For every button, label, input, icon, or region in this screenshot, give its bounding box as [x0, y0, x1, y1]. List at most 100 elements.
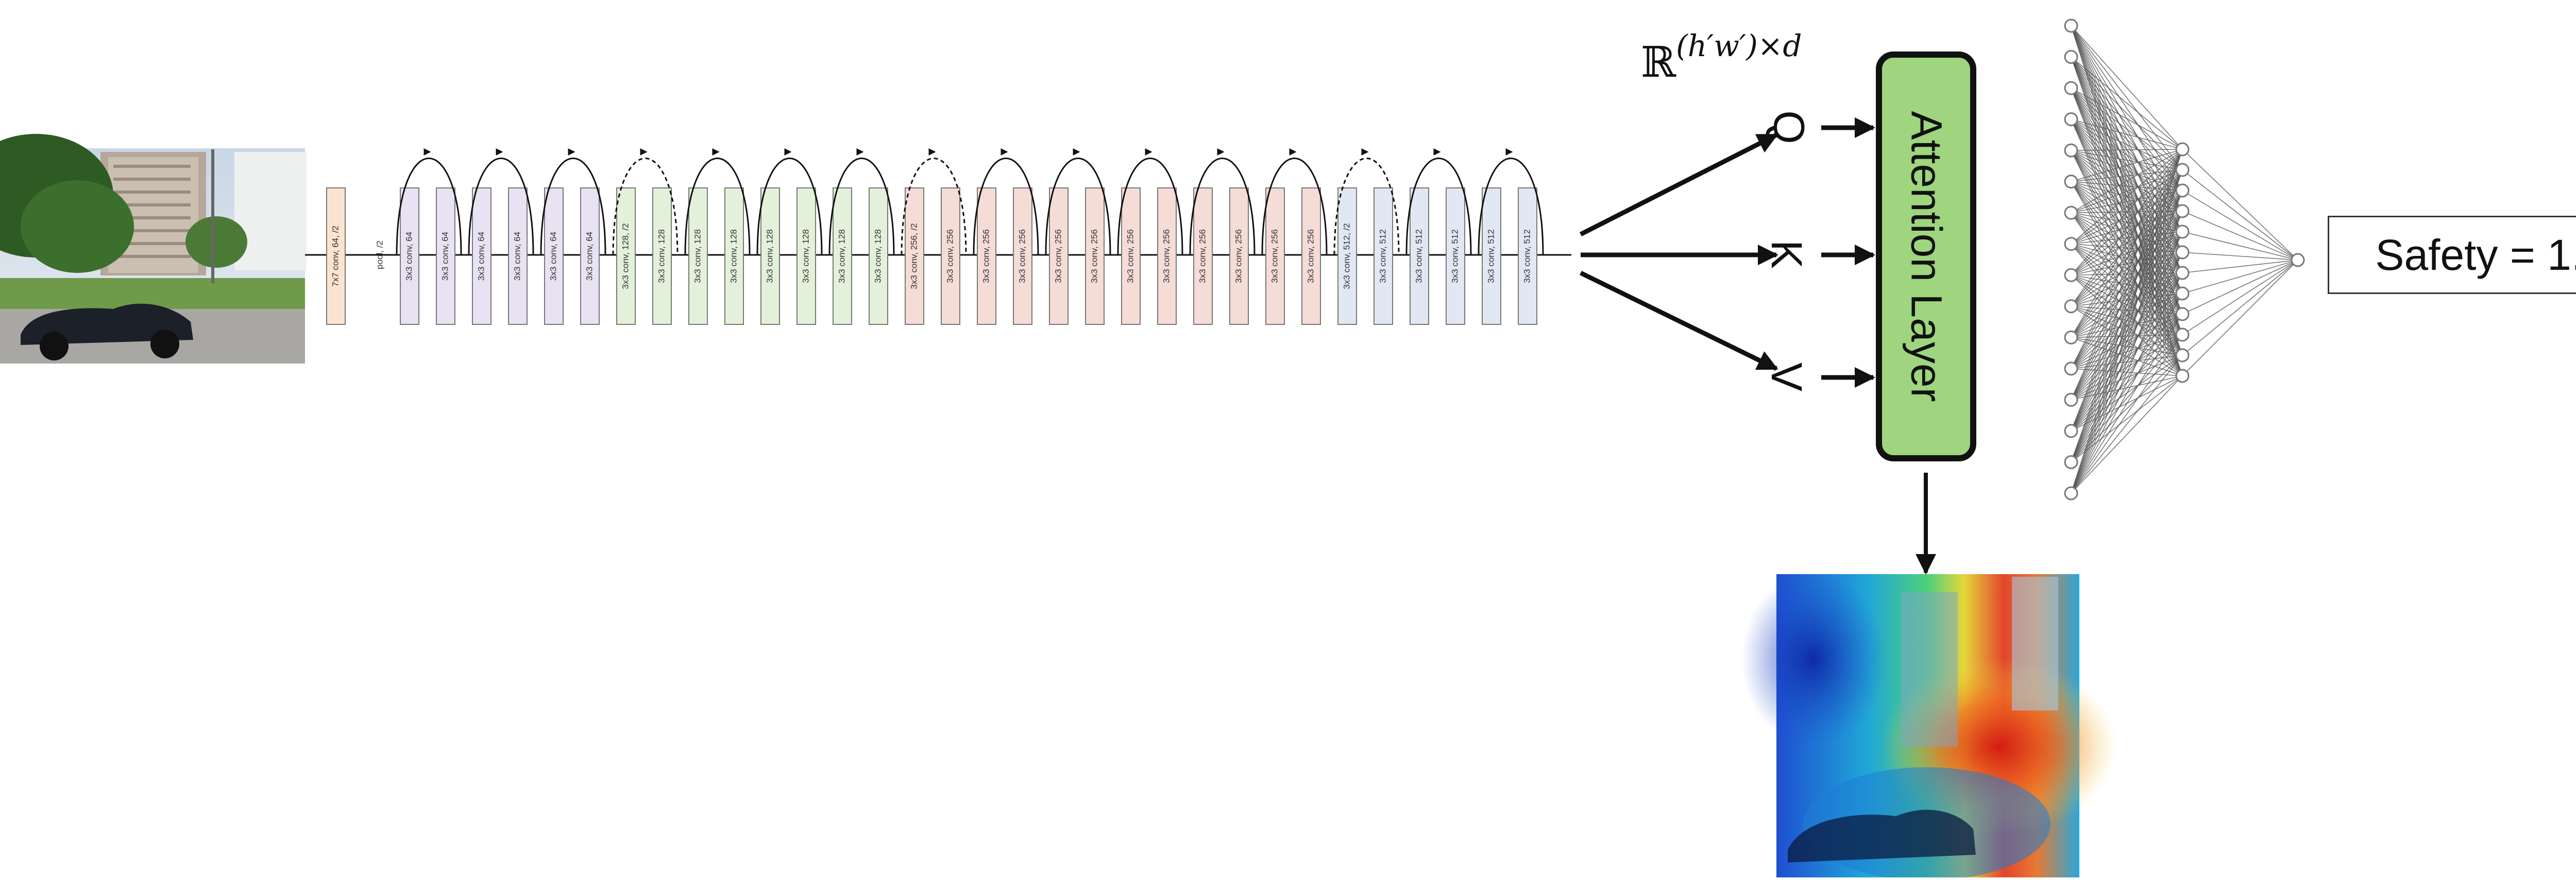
resnet-layer: 3x3 conv, 512 [1518, 188, 1537, 324]
svg-text:3x3 conv, 64: 3x3 conv, 64 [512, 232, 522, 281]
resnet-layer: 3x3 conv, 64 [400, 188, 419, 324]
skip-connection-arrowhead [1434, 148, 1441, 156]
qkv-to-attention-arrows [1821, 128, 1873, 377]
svg-text:3x3 conv, 256: 3x3 conv, 256 [1161, 229, 1171, 283]
mlp-node [2292, 254, 2304, 266]
resnet-layer: 3x3 conv, 128 [761, 188, 779, 324]
mlp-node [2176, 329, 2189, 341]
mlp-node [2065, 82, 2077, 94]
resnet-layer: 3x3 conv, 256 [941, 188, 960, 324]
mlp-node [2065, 238, 2077, 250]
arrow-to-v [1581, 273, 1776, 369]
mlp-node [2176, 287, 2189, 300]
svg-text:3x3 conv, 256: 3x3 conv, 256 [1197, 229, 1207, 283]
mlp-node [2065, 51, 2077, 63]
skip-connection-arrowhead [857, 148, 864, 156]
mlp-node [2065, 331, 2077, 343]
svg-text:3x3 conv, 128: 3x3 conv, 128 [801, 229, 810, 283]
resnet-layer-first-conv: 7x7 conv, 64, /2 [327, 188, 345, 324]
resnet-layer: 3x3 conv, 512 [1410, 188, 1429, 324]
mlp-node [2065, 20, 2077, 32]
resnet-layer: 3x3 conv, 256 [1194, 188, 1212, 324]
resnet-layer: 3x3 conv, 256 [1302, 188, 1320, 324]
skip-connection-arrowhead [1290, 148, 1297, 156]
resnet-layer: 3x3 conv, 128 [689, 188, 707, 324]
mlp-node [2065, 456, 2077, 468]
svg-text:3x3 conv, 64: 3x3 conv, 64 [404, 232, 414, 281]
resnet-layer: 3x3 conv, 128 [725, 188, 743, 324]
resnet-layer: 3x3 conv, 64 [581, 188, 599, 324]
mlp-edge [2182, 260, 2298, 376]
embedding-dimension-label: ℝ(h′w′)×d [1641, 28, 1802, 87]
svg-text:3x3 conv, 64: 3x3 conv, 64 [476, 232, 486, 281]
resnet-layer: 3x3 conv, 64 [472, 188, 491, 324]
svg-text:3x3 conv, 512: 3x3 conv, 512 [1378, 229, 1387, 283]
skip-connection-arrowhead [929, 148, 936, 156]
svg-text:3x3 conv, 128, /2: 3x3 conv, 128, /2 [620, 223, 630, 289]
svg-text:3x3 conv, 512: 3x3 conv, 512 [1486, 229, 1496, 283]
svg-text:3x3 conv, 64: 3x3 conv, 64 [584, 232, 594, 281]
resnet-layer: 3x3 conv, 128 [869, 188, 888, 324]
svg-text:3x3 conv, 512: 3x3 conv, 512 [1522, 229, 1532, 283]
resnet-layer: 3x3 conv, 128, /2 [617, 188, 635, 324]
attention-heatmap [1741, 572, 2117, 877]
svg-text:3x3 conv, 128: 3x3 conv, 128 [656, 229, 666, 283]
skip-connection-arrowhead [713, 148, 720, 156]
mlp-node [2176, 205, 2189, 217]
resnet-layer: 3x3 conv, 256 [977, 188, 996, 324]
fully-connected-network [2065, 20, 2304, 499]
resnet-layer: 3x3 conv, 128 [833, 188, 852, 324]
resnet-layer: 3x3 conv, 256 [1122, 188, 1140, 324]
svg-text:3x3 conv, 256: 3x3 conv, 256 [945, 229, 955, 283]
key-label: K [1765, 240, 1808, 269]
mlp-node [2065, 425, 2077, 437]
resnet-layer: 3x3 conv, 64 [545, 188, 563, 324]
resnet-pool-label: pool, /2 [375, 240, 384, 269]
real-space-symbol: ℝ [1641, 38, 1676, 87]
skip-connection-arrowhead [1073, 148, 1080, 156]
resnet-layer: 3x3 conv, 256 [1266, 188, 1284, 324]
safety-output-box: Safety = 1.25 [2328, 216, 2576, 294]
resnet-backbone: 7x7 conv, 64, /2 pool, /2 3x3 conv, 64 3x3 … [305, 148, 1571, 324]
resnet-layer: 3x3 conv, 512 [1482, 188, 1501, 324]
mlp-node [2065, 363, 2077, 375]
mlp-node [2065, 300, 2077, 313]
svg-text:3x3 conv, 256: 3x3 conv, 256 [1017, 229, 1027, 283]
svg-text:3x3 conv, 256: 3x3 conv, 256 [1269, 229, 1279, 283]
skip-connection-arrowhead [1145, 148, 1153, 156]
mlp-node [2065, 393, 2077, 406]
resnet-layer: 3x3 conv, 128 [797, 188, 816, 324]
skip-connection-arrowhead [1217, 148, 1225, 156]
svg-text:3x3 conv, 128: 3x3 conv, 128 [728, 229, 738, 283]
svg-text:3x3 conv, 64: 3x3 conv, 64 [440, 232, 450, 281]
svg-text:3x3 conv, 128: 3x3 conv, 128 [873, 229, 883, 283]
skip-connection-arrowhead [568, 148, 575, 156]
resnet-layer: 3x3 conv, 256 [1230, 188, 1248, 324]
value-label: V [1765, 363, 1808, 391]
mlp-node [2176, 143, 2189, 156]
svg-text:3x3 conv, 512: 3x3 conv, 512 [1450, 229, 1460, 283]
arrow-to-q [1581, 135, 1776, 234]
skip-connection-arrowhead [496, 148, 503, 156]
resnet-layer: 3x3 conv, 256 [1086, 188, 1104, 324]
input-street-image [0, 134, 307, 364]
resnet-layer: 3x3 conv, 128 [653, 188, 671, 324]
mlp-node [2176, 267, 2189, 279]
svg-text:3x3 conv, 128: 3x3 conv, 128 [837, 229, 846, 283]
safety-output-label: Safety = 1.25 [2375, 230, 2576, 280]
mlp-node [2065, 113, 2077, 126]
mlp-node [2176, 226, 2189, 238]
mlp-node [2065, 176, 2077, 188]
mlp-edge [2182, 260, 2298, 294]
resnet-layer: 3x3 conv, 256, /2 [905, 188, 924, 324]
svg-text:3x3 conv, 512, /2: 3x3 conv, 512, /2 [1342, 223, 1351, 289]
svg-text:3x3 conv, 256, /2: 3x3 conv, 256, /2 [909, 223, 919, 289]
mlp-node [2176, 184, 2189, 197]
resnet-layer: 3x3 conv, 256 [1158, 188, 1176, 324]
mlp-edge [2182, 170, 2298, 260]
skip-connection-arrowhead [424, 148, 431, 156]
svg-text:3x3 conv, 256: 3x3 conv, 256 [1089, 229, 1099, 283]
mlp-edge [2182, 149, 2298, 260]
skip-connection-arrowhead [785, 148, 792, 156]
